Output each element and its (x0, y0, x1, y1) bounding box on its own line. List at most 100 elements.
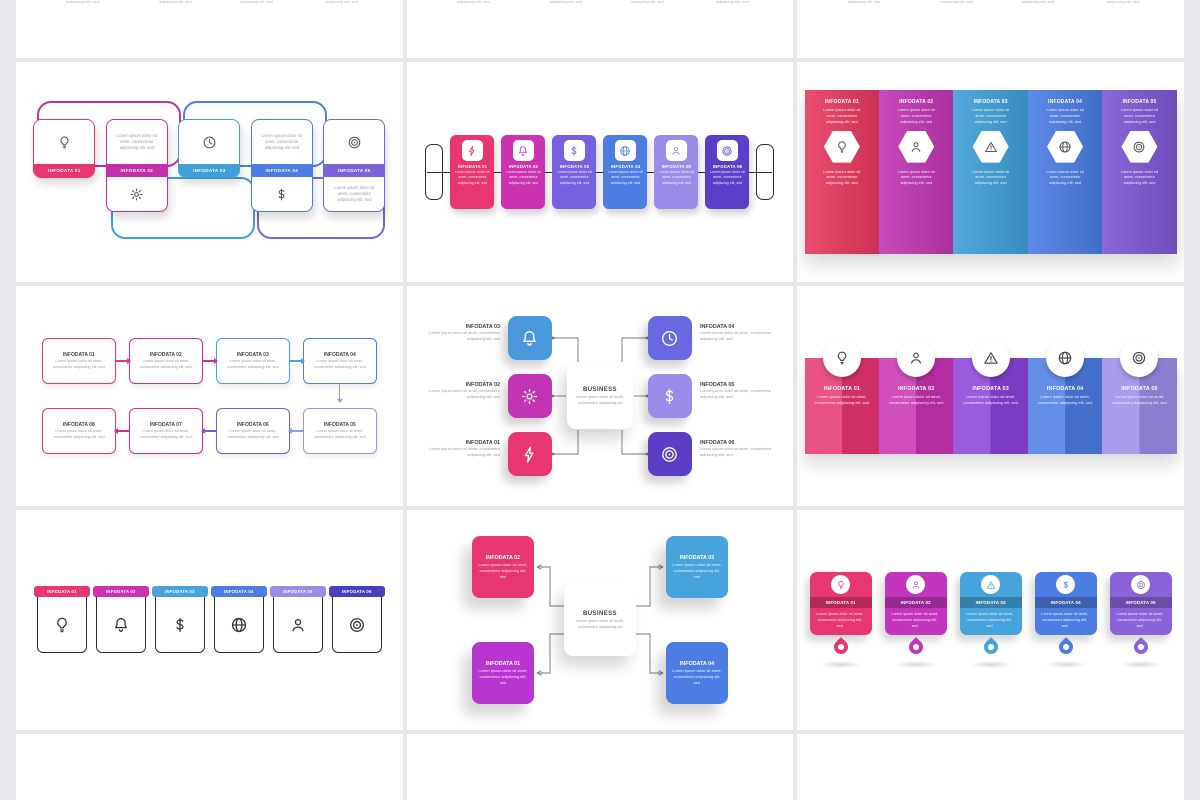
infodata-label: INFODATA 06 (236, 421, 269, 428)
bolt-icon (461, 140, 483, 161)
infodata-label: INFODATA 01 (823, 386, 861, 392)
infodata-square: INFODATA 01 Lorem ipsum dolor sit amet, … (471, 642, 534, 704)
dollar-icon (563, 140, 585, 161)
bulb-icon (57, 135, 72, 150)
panel-folder-timeline[interactable]: INFODATA 01 Lorem ipsum dolor sit amet, … (16, 62, 403, 282)
infodata-text: Lorem ipsum dolor sit amet, consectetur … (966, 612, 1014, 628)
cropped-panel-bottom-center (406, 734, 794, 800)
panel-snake-flow[interactable]: INFODATA 01 Lorem ipsum dolor sit amet, … (16, 286, 403, 506)
hub-title: BUSINESS (583, 386, 617, 393)
infodata-label: INFODATA 04 (1046, 386, 1084, 392)
infodata-text: Lorem ipsum dolor sit amet, consectetur … (889, 394, 944, 405)
panel-pin-cards[interactable]: INFODATA 01 Lorem ipsum dolor sit amet, … (797, 510, 1184, 730)
infodata-text: Lorem ipsum dolor sit amet, consectetur … (1112, 394, 1167, 405)
infodata-text: Lorem ipsum dolor sit amet, consectetur … (226, 358, 279, 369)
infodata-text: Lorem ipsum dolor sit amet, consectetur … (52, 428, 105, 439)
infodata-label: INFODATA 04 (251, 164, 312, 177)
infodata-square: INFODATA 02 Lorem ipsum dolor sit amet, … (471, 536, 534, 598)
infodata-text: Lorem ipsum dolor sit amet, consectetur … (972, 168, 1010, 186)
infodata-pin-card: INFODATA 01 Lorem ipsum dolor sit amet, … (809, 572, 872, 668)
pin-icon (830, 636, 851, 657)
bulb-icon (823, 130, 860, 163)
card-row: INFODATA 01 INFODATA 02 INFODATA 03 INFO… (33, 586, 385, 653)
infodata-step: INFODATA 06 Lorem ipsum dolor sit amet, … (705, 135, 750, 209)
infodata-card: INFODATA 01 (33, 119, 96, 178)
infodata-card: INFODATA 06 (328, 586, 385, 653)
infodata-text: Lorem ipsum dolor sit amet, consectetur … (116, 132, 157, 151)
infodata-label: INFODATA 02 (149, 351, 182, 358)
timeline-end-right (756, 144, 775, 200)
infodata-pin-card: INFODATA 03 Lorem ipsum dolor sit amet, … (959, 572, 1022, 668)
pin-card-row: INFODATA 01 Lorem ipsum dolor sit amet, … (809, 572, 1172, 668)
infodata-label: INFODATA 05 (1122, 99, 1157, 105)
target-icon (1121, 130, 1158, 163)
infodata-text: Lorem ipsum dolor sit amet, consectetur … (608, 170, 643, 185)
hub-text: Lorem ipsum dolor sit amet, consectetur … (575, 617, 624, 629)
panel-hub-four[interactable]: INFODATA 02 Lorem ipsum dolor sit amet, … (406, 510, 794, 730)
infodata-label: INFODATA 03 (236, 351, 269, 358)
arrow-right-icon (289, 360, 303, 362)
snake-flow: INFODATA 01 Lorem ipsum dolor sit amet, … (41, 338, 377, 454)
infodata-box: INFODATA 05 Lorem ipsum dolor sit amet, … (302, 408, 377, 454)
target-icon (1120, 339, 1159, 377)
infodata-text: Lorem ipsum dolor sit amet, consectetur … (313, 358, 366, 369)
infodata-label: INFODATA 06 (328, 586, 385, 597)
column-banner: INFODATA 01 Lorem ipsum dolor sit amet, … (804, 90, 1177, 254)
infodata-box: INFODATA 01 Lorem ipsum dolor sit amet, … (41, 338, 116, 384)
globe-icon (1046, 339, 1085, 377)
infodata-text: Lorem ipsum dolor sit amet, consectetur … (891, 612, 939, 628)
infodata-label-block: INFODATA 03 Lorem ipsum dolor sit amet, … (428, 324, 500, 341)
infodata-column: INFODATA 03 Lorem ipsum dolor sit amet, … (953, 339, 1028, 454)
infodata-label: INFODATA 04 (323, 351, 356, 358)
infodata-label-block: INFODATA 01 Lorem ipsum dolor sit amet, … (428, 440, 500, 457)
infodata-text: Lorem ipsum dolor sit amet, consectetur … (816, 612, 864, 628)
globe-icon (1047, 130, 1084, 163)
infodata-square: INFODATA 03 Lorem ipsum dolor sit amet, … (665, 536, 728, 598)
infodata-label: INFODATA 05 (323, 421, 356, 428)
panel-hub-six[interactable]: INFODATA 03 Lorem ipsum dolor sit amet, … (406, 286, 794, 506)
infodata-label: INFODATA 02 (508, 164, 539, 169)
infodata-label: INFODATA 03 (559, 164, 590, 169)
target-icon (347, 135, 362, 150)
connector-lines (408, 510, 792, 730)
infodata-label: INFODATA 04 (1048, 99, 1083, 105)
dollar-icon (1056, 575, 1076, 595)
infodata-label: INFODATA 02 (106, 164, 167, 177)
infodata-text: Lorem ipsum dolor sit amet, consectetur … (1120, 107, 1159, 124)
cropped-text: adipiscing elit, sed (549, 0, 583, 4)
infodata-column: INFODATA 03 Lorem ipsum dolor sit amet, … (953, 90, 1028, 254)
infodata-label: INFODATA 04 (1034, 597, 1097, 609)
infodata-label-block: INFODATA 04 Lorem ipsum dolor sit amet, … (699, 324, 772, 341)
infodata-text: Lorem ipsum dolor sit amet, consectetur … (897, 107, 935, 124)
warning-icon (972, 130, 1009, 163)
bulb-icon (822, 339, 861, 377)
cropped-panel-top-right: adipiscing elit, sed adipiscing elit, se… (797, 0, 1184, 58)
infodata-label: INFODATA 03 (973, 99, 1008, 105)
infodata-pin-card: INFODATA 04 Lorem ipsum dolor sit amet, … (1034, 572, 1097, 668)
infodata-label: INFODATA 06 (712, 164, 743, 169)
panel-column-circles[interactable]: INFODATA 01 Lorem ipsum dolor sit amet, … (797, 286, 1184, 506)
infodata-text: Lorem ipsum dolor sit amet, consectetur … (972, 107, 1010, 124)
clock-icon (202, 135, 217, 150)
infodata-pin-card: INFODATA 02 Lorem ipsum dolor sit amet, … (884, 572, 947, 668)
target-icon (348, 616, 366, 634)
panel-hexagon-banner[interactable]: INFODATA 01 Lorem ipsum dolor sit amet, … (797, 62, 1184, 282)
infodata-label: INFODATA 02 (899, 99, 934, 105)
pin-icon (905, 636, 926, 657)
infodata-text: Lorem ipsum dolor sit amet, consectetur … (261, 132, 302, 151)
hub-text: Lorem ipsum dolor sit amet, consectetur … (575, 393, 624, 405)
infodata-label: INFODATA 04 (210, 586, 267, 597)
cropped-panel-bottom-right (797, 734, 1184, 800)
panel-step-sequence[interactable]: INFODATA 01 Lorem ipsum dolor sit amet, … (406, 62, 794, 282)
infodata-box: INFODATA 07 Lorem ipsum dolor sit amet, … (128, 408, 203, 454)
infodata-column: INFODATA 01 Lorem ipsum dolor sit amet, … (804, 90, 880, 254)
panel-outline-cards[interactable]: INFODATA 01 INFODATA 02 INFODATA 03 INFO… (16, 510, 403, 730)
pin-shadow (818, 660, 863, 668)
warning-icon (981, 575, 1001, 595)
dollar-icon (647, 374, 692, 418)
infodata-column: INFODATA 05 Lorem ipsum dolor sit amet, … (1102, 339, 1177, 454)
pin-shadow (968, 660, 1013, 668)
infodata-box: INFODATA 06 Lorem ipsum dolor sit amet, … (215, 408, 290, 454)
arrow-left-icon (115, 430, 129, 432)
